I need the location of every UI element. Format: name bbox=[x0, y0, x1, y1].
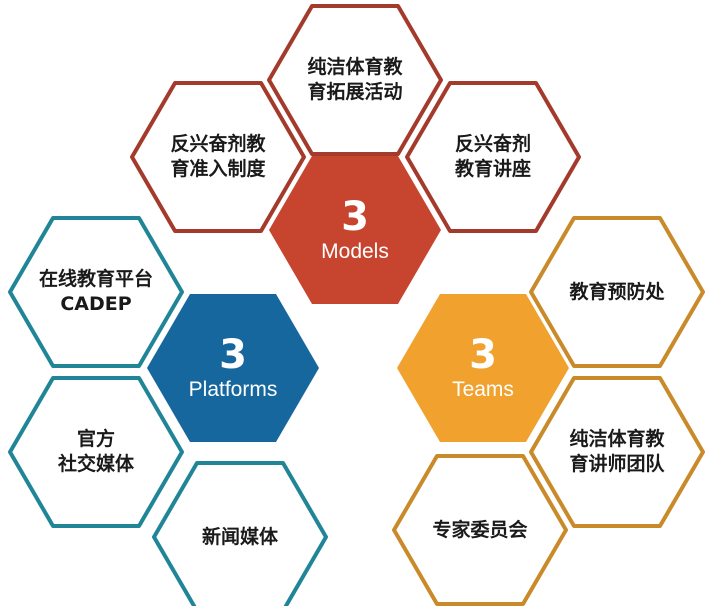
teams-item-2-hexagon bbox=[529, 376, 705, 528]
models-number: 3 bbox=[341, 194, 369, 240]
teams-item-2-line-2: 育讲师团队 bbox=[569, 453, 665, 475]
models-item-3-line-1: 反兴奋剂 bbox=[454, 133, 531, 155]
models-label: Models bbox=[321, 240, 389, 263]
models-item-2-line-1: 反兴奋剂教 bbox=[170, 133, 266, 155]
models-item-2-line-2: 育准入制度 bbox=[170, 158, 266, 180]
platforms-number: 3 bbox=[219, 332, 247, 378]
platforms-item-2-hexagon bbox=[8, 376, 184, 528]
platforms-item-1: 在线教育平台 CADEP bbox=[11, 247, 181, 337]
models-item-1: 纯洁体育教 育拓展活动 bbox=[270, 35, 440, 125]
platforms-item-3-line-1: 新闻媒体 bbox=[201, 525, 278, 548]
platforms-label: Platforms bbox=[188, 378, 278, 401]
teams-item-3-hexagon bbox=[392, 454, 568, 606]
platforms-core: 3 Platforms bbox=[148, 323, 318, 413]
models-item-3-hexagon bbox=[405, 81, 581, 233]
platforms-core-hexagon bbox=[147, 294, 319, 442]
platforms-item-2-line-2: 社交媒体 bbox=[57, 453, 134, 475]
teams-label: Teams bbox=[452, 378, 514, 401]
models-core: 3 Models bbox=[270, 185, 440, 275]
models-item-3: 反兴奋剂 教育讲座 bbox=[408, 112, 578, 202]
teams-item-3-line-1: 专家委员会 bbox=[432, 518, 528, 541]
platforms-item-1-line-2: CADEP bbox=[60, 293, 132, 315]
platforms-item-2-line-1: 官方 bbox=[76, 428, 115, 450]
teams-item-2-line-1: 纯洁体育教 bbox=[569, 428, 665, 450]
platforms-item-1-line-1: 在线教育平台 bbox=[38, 268, 153, 290]
teams-core: 3 Teams bbox=[398, 323, 568, 413]
models-item-2-hexagon bbox=[130, 81, 306, 233]
teams-core-hexagon bbox=[397, 294, 569, 442]
teams-item-2: 纯洁体育教 育讲师团队 bbox=[532, 407, 702, 497]
platforms-item-3-hexagon bbox=[152, 461, 328, 606]
platforms-item-3: 新闻媒体 bbox=[155, 492, 325, 582]
models-core-hexagon bbox=[269, 156, 441, 304]
models-item-1-hexagon bbox=[267, 4, 443, 156]
models-item-1-line-1: 纯洁体育教 bbox=[307, 56, 403, 78]
models-item-3-line-2: 教育讲座 bbox=[454, 158, 531, 180]
teams-item-1-hexagon bbox=[529, 216, 705, 368]
platforms-item-2: 官方 社交媒体 bbox=[11, 407, 181, 497]
teams-number: 3 bbox=[469, 332, 497, 378]
teams-item-3: 专家委员会 bbox=[395, 485, 565, 575]
models-item-2: 反兴奋剂教 育准入制度 bbox=[133, 112, 303, 202]
platforms-item-1-hexagon bbox=[8, 216, 184, 368]
teams-item-1: 教育预防处 bbox=[532, 247, 702, 337]
teams-item-1-line-1: 教育预防处 bbox=[569, 280, 665, 303]
models-item-1-line-2: 育拓展活动 bbox=[307, 81, 403, 103]
